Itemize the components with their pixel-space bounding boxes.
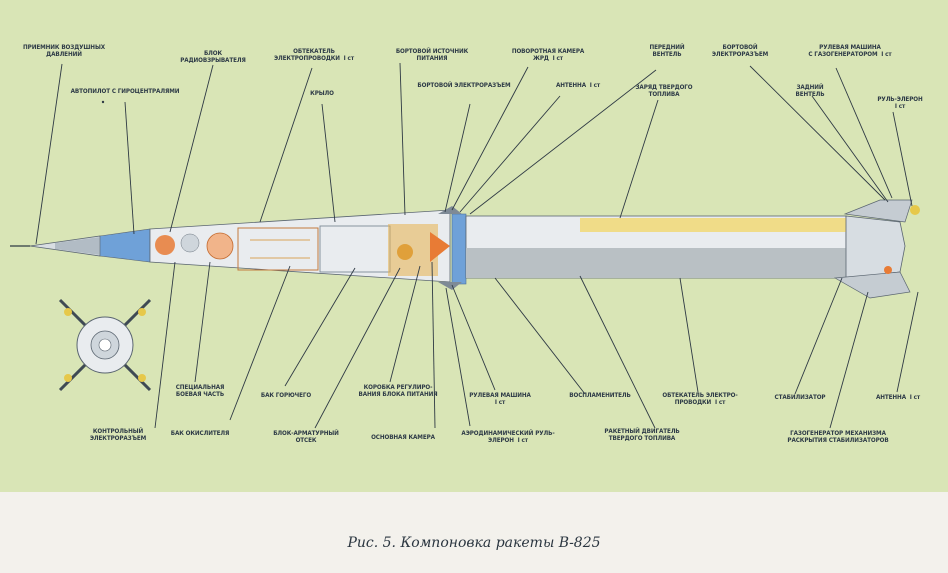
nose-inner [55,237,100,255]
label-oxidizer-tank: БАК ОКИСЛИТЕЛЯ [170,430,230,437]
label-main-chamber: ОСНОВНАЯ КАМЕРА [371,434,435,441]
valve-block [388,224,438,276]
fuel-tank-outline [237,227,319,271]
wing-top [438,206,462,214]
radio-fuse-unit [155,235,175,255]
warhead-shape [206,232,234,260]
label-gas-gen-mechanism: ГАЗОГЕНЕРАТОР МЕХАНИЗМА РАСКРЫТИЯ СТАБИЛ… [787,430,889,445]
tail-section [845,215,906,279]
label-radio-fuse-block: БЛОК РАДИОВЗРЫВАТЕЛЯ [180,50,246,65]
label-antenna-1st: АНТЕННА I ст [555,82,601,89]
lower-stabilizer [833,271,911,299]
label-control-connector: КОНТРОЛЬНЫЙ ЭЛЕКТРОРАЗЪЕМ [89,428,147,443]
rocket-layout-drawing [10,62,920,429]
label-solid-motor: РАКЕТНЫЙ ДВИГАТЕЛЬ ТВЕРДОГО ТОПЛИВА [604,428,680,443]
diagram-plate: ПРИЕМНИК ВОЗДУШНЫХ ДАВЛЕНИЙ АВТОПИЛОТ С … [0,0,948,492]
label-igniter: ВОСПЛАМЕНИТЕЛЬ [569,392,631,399]
label-elevon: РУЛЬ-ЭЛЕРОН I ст [877,96,923,111]
label-antenna-bottom: АНТЕННА I ст [875,394,921,401]
label-steering-machine: РУЛЕВАЯ МАШИНА I ст [469,392,531,407]
label-air-pressure-receiver: ПРИЕМНИК ВОЗДУШНЫХ ДАВЛЕНИЙ [23,44,105,59]
label-solid-charge: ЗАРЯД ТВЕРДОГО ТОПЛИВА [635,84,693,99]
first-stage-lower [466,248,846,278]
label-cable-fairing-top: ОБТЕКАТЕЛЬ ЭЛЕКТРОПРОВОДКИ I ст [273,48,355,63]
label-aero-elevon: АЭРОДИНАМИЧЕСКИЙ РУЛЬ- ЭЛЕРОН I ст [461,430,555,445]
label-onboard-connector-1: БОРТОВОЙ ЭЛЕКТРОРАЗЪЕМ [417,82,511,89]
label-front-valve: ПЕРЕДНИЙ ВЕНТЕЛЬ [649,44,685,59]
autopilot-section [99,228,151,263]
label-stabilizer: СТАБИЛИЗАТОР [774,394,826,401]
label-onboard-connector-2: БОРТОВОЙ ЭЛЕКТРОРАЗЪЕМ [711,44,769,59]
figure-caption: Рис. 5. Компоновка ракеты В-825 [347,535,601,551]
wing-bottom [438,282,462,290]
label-onboard-power-source: БОРТОВОЙ ИСТОЧНИК ПИТАНИЯ [395,48,469,63]
interstage-ring [451,213,467,285]
label-power-regulator-box: КОРОБКА РЕГУЛИРО- ВАНИЯ БЛОКА ПИТАНИЯ [358,384,438,399]
label-autopilot: АВТОПИЛОТ С ГИРОЦЕНТРАЛЯМИ [70,88,180,95]
elevon-hub [910,205,920,215]
label-steering-machine-gas: РУЛЕВАЯ МАШИНА С ГАЗОГЕНЕРАТОРОМ I ст [808,44,892,59]
label-valve-block: БЛОК-АРМАТУРНЫЙ ОТСЕК [273,430,339,445]
label-cable-fairing-bottom: ОБТЕКАТЕЛЬ ЭЛЕКТРО- ПРОВОДКИ I ст [662,392,738,407]
label-swivel-chamber: ПОВОРОТНАЯ КАМЕРА ЖРД I ст [511,48,585,63]
label-rear-valve: ЗАДНИЙ ВЕНТЕЛЬ [795,84,825,99]
label-wing: КРЫЛО [310,90,334,97]
rear-view [58,298,152,392]
label-fuel-tank: БАК ГОРЮЧЕГО [260,392,312,399]
solid-fuel-strip [580,218,846,232]
main-chamber-shape [430,232,450,262]
upper-stabilizer [843,199,913,223]
label-warhead: СПЕЦИАЛЬНАЯ БОЕВАЯ ЧАСТЬ [175,384,225,399]
leader-lines [35,62,919,429]
